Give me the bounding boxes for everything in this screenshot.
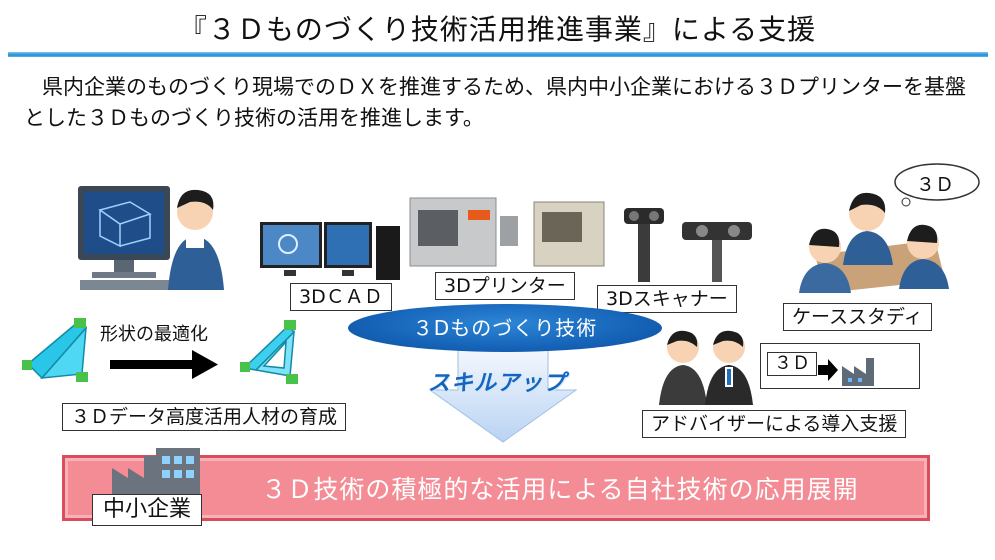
skill-ellipse <box>348 304 662 352</box>
sme-label: 中小企業 <box>92 494 203 526</box>
optimized-part-shape-icon <box>240 320 298 384</box>
optimization-arrow-icon <box>110 350 218 379</box>
talent-development-label: ３Ｄデータ高度活用人材の育成 <box>62 403 347 431</box>
cad-workstation-illustration <box>260 222 400 280</box>
scanner-label: 3Dスキャナー <box>597 285 737 313</box>
result-banner-text: ３Ｄ技術の積極的な活用による自社技術の応用展開 <box>261 475 859 504</box>
intro-text: 県内企業のものづくり現場でのＤＸを推進するため、県内中小企業における３Ｄプリンタ… <box>24 75 966 130</box>
think-bubble-icon <box>894 163 980 207</box>
factory-icon <box>112 448 200 496</box>
shape-optimization-label: 形状の最適化 <box>100 324 208 345</box>
designer-at-computer-illustration <box>78 186 224 290</box>
think-bubble-text: ３Ｄ <box>915 174 954 196</box>
skill-up-text: スキルアップ <box>428 371 567 396</box>
result-banner <box>62 455 930 521</box>
3d-printer-illustration <box>409 197 605 267</box>
case-study-label: ケーススタディ <box>783 303 932 331</box>
skill-ellipse-text: ３Dものづくり技術 <box>412 316 598 340</box>
case-study-meeting-illustration <box>799 192 949 293</box>
factory-arrow-icon <box>818 358 874 386</box>
3d-scanner-illustration <box>624 208 752 282</box>
advisor-consultation-illustration <box>659 330 753 405</box>
cad-label: 3DＣＡＤ <box>290 283 392 311</box>
advisor-3d-label: ３Ｄ <box>767 352 817 376</box>
advisor-support-label: アドバイザーによる導入支援 <box>642 410 907 438</box>
title-underline <box>8 52 988 57</box>
original-part-shape-icon <box>22 318 88 382</box>
printer-label: 3Dプリンター <box>435 272 575 300</box>
page-title: 『３Ｄものづくり技術活用推進事業』による支援 <box>178 13 817 46</box>
